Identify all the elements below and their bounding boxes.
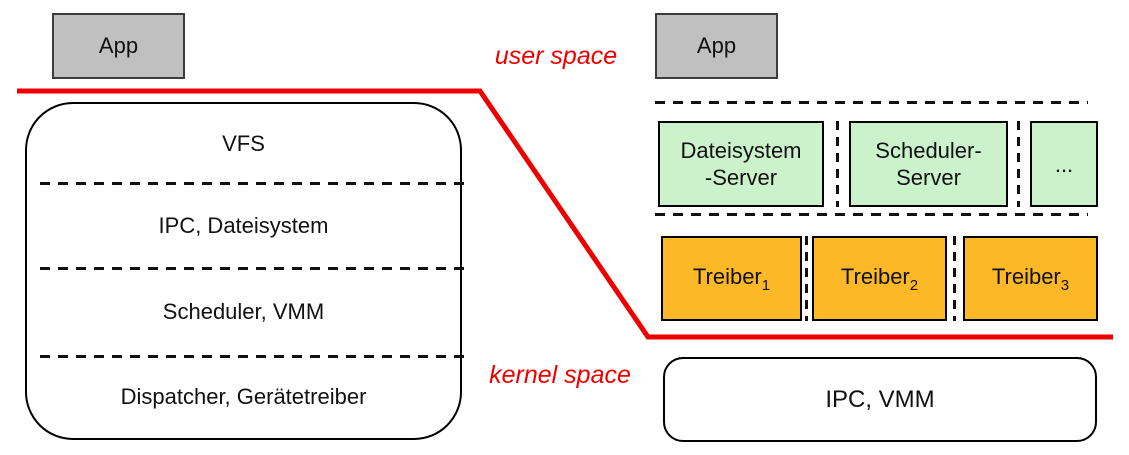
server-label: Dateisystem -Server: [680, 138, 802, 190]
layer-ipc-dateisystem: IPC, Dateisystem: [158, 212, 329, 238]
layer-scheduler-vmm: Scheduler, VMM: [162, 299, 325, 324]
user-space-label: user space: [494, 42, 618, 70]
server-row-bottom-dashed-line: [655, 213, 1088, 216]
driver-box-2: Treiber2: [812, 236, 947, 321]
server-row-top-dashed-line: [655, 101, 1088, 104]
microkernel-kernel-box: IPC, VMM: [663, 357, 1097, 442]
layer-dispatcher-geraetetreiber: Dispatcher, Gerätetreiber: [120, 384, 367, 409]
monolithic-app-label: App: [98, 33, 139, 58]
server-label: Scheduler- Server: [875, 138, 982, 190]
driver-box-3: Treiber3: [963, 236, 1098, 321]
server-divider-dashed-line: [1017, 121, 1020, 207]
monolithic-app-box: App: [52, 13, 185, 79]
driver-box-1: Treiber1: [661, 236, 802, 321]
microkernel-app-box: App: [655, 13, 778, 79]
monolithic-kernel-box: VFS IPC, Dateisystem Scheduler, VMM Disp…: [25, 102, 464, 440]
server-box-ellipsis: ...: [1030, 121, 1098, 207]
server-divider-dashed-line: [836, 121, 839, 207]
server-label: ...: [1054, 151, 1074, 177]
driver-divider-dashed-line: [805, 236, 808, 321]
driver-subscript: 1: [761, 276, 771, 294]
microkernel-kernel-label: IPC, VMM: [825, 385, 935, 413]
driver-subscript: 3: [1060, 276, 1070, 294]
layer-vfs: VFS: [222, 130, 265, 156]
driver-label: Treiber3: [991, 263, 1070, 294]
driver-label: Treiber1: [692, 263, 771, 294]
driver-divider-dashed-line: [953, 236, 956, 321]
server-box-dateisystem: Dateisystem -Server: [658, 121, 824, 207]
kernel-space-label: kernel space: [489, 361, 631, 389]
layer-divider-dashed-line: [40, 355, 464, 358]
microkernel-app-label: App: [696, 33, 737, 58]
server-box-scheduler: Scheduler- Server: [849, 121, 1008, 207]
driver-subscript: 2: [909, 276, 919, 294]
driver-label: Treiber2: [840, 263, 919, 294]
